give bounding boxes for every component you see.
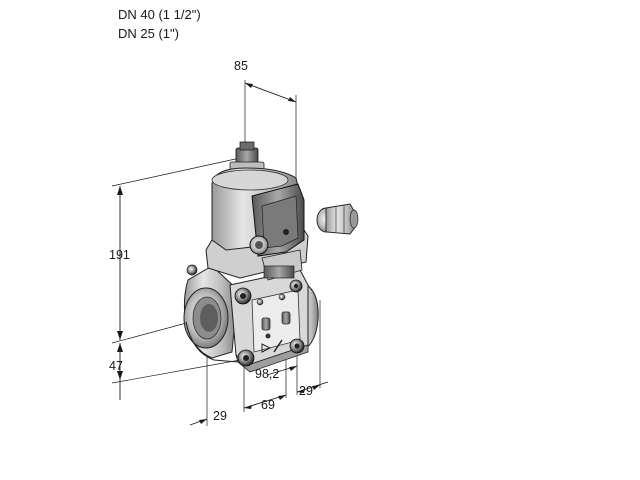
arrow-98-2 — [289, 366, 297, 371]
ext-47-bottom — [111, 359, 241, 384]
screw-2-icon — [278, 293, 286, 301]
screw-1-icon — [256, 298, 264, 306]
arrow-47-top — [117, 343, 123, 352]
label-29-right: 29 — [299, 384, 313, 398]
arrow-191-bottom — [117, 331, 123, 340]
arrow-47-bottom — [117, 371, 123, 380]
label-85: 85 — [234, 59, 248, 73]
bolt-top-left-center — [240, 293, 246, 299]
dim-85 — [244, 82, 297, 103]
label-98-2: 98,2 — [255, 367, 279, 381]
test-nipple-1 — [261, 317, 271, 331]
label-191: 191 — [109, 248, 130, 262]
body-contour — [185, 321, 239, 363]
marking-icon — [273, 339, 283, 353]
arrow-29-left — [199, 419, 207, 424]
arrow-29-right-a — [297, 389, 305, 393]
label-29-left: 29 — [213, 409, 227, 423]
bolt-side-icon — [186, 264, 198, 276]
cable-gland-icon — [316, 203, 359, 235]
arrow-69-left — [244, 405, 252, 409]
label-47: 47 — [109, 359, 123, 373]
coil-top-face — [211, 169, 289, 191]
dimension-lines — [111, 80, 329, 426]
solenoid-coil — [211, 141, 305, 281]
ext-191-top — [111, 157, 241, 187]
arrow-29-right-b — [312, 385, 320, 390]
title-dn40: DN 40 (1 1/2") — [118, 7, 201, 22]
valve-body — [183, 223, 319, 373]
bolt-top-right-center — [293, 283, 299, 289]
terminal-screw-icon — [283, 229, 289, 235]
arrow-191-top — [117, 186, 123, 195]
indicator-center — [255, 241, 263, 249]
title-dn25: DN 25 (1") — [118, 26, 179, 41]
arrow-69-right — [278, 395, 286, 400]
connector-pin-icon — [239, 141, 255, 151]
arrow-85-left — [245, 83, 253, 88]
inlet-bore — [200, 304, 218, 332]
bolt-bottom-right-center — [294, 343, 300, 349]
arrow-85-right — [288, 97, 296, 102]
test-nipple-2 — [281, 311, 291, 325]
label-69: 69 — [261, 398, 275, 412]
screw-3-icon — [265, 333, 271, 339]
coil-clip — [263, 265, 295, 279]
bolt-bottom-left-center — [243, 355, 249, 361]
flow-arrow-icon — [261, 343, 272, 353]
gland-nut — [349, 209, 359, 229]
